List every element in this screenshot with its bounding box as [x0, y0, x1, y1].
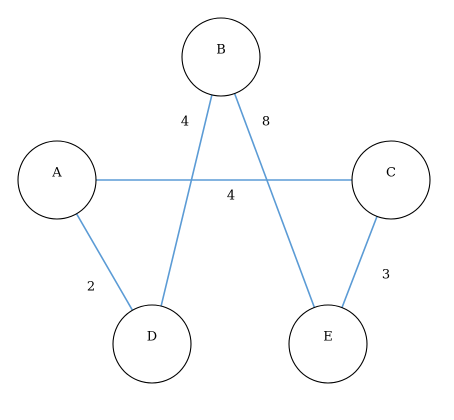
node-circle-a	[17, 140, 97, 220]
node-layer: A B C D E	[17, 17, 431, 384]
edge-weight-c-e: 3	[382, 268, 390, 283]
edge-weight-a-d: 2	[87, 280, 95, 295]
node-e: E	[288, 304, 368, 384]
node-circle-b	[181, 17, 261, 97]
node-circle-e	[288, 304, 368, 384]
node-d: D	[112, 304, 192, 384]
edge-weight-b-d: 4	[181, 115, 189, 130]
node-a: A	[17, 140, 97, 220]
node-label-e: E	[323, 330, 333, 345]
node-label-c: C	[386, 166, 396, 181]
node-label-a: A	[51, 166, 62, 181]
edge-layer	[56, 56, 392, 345]
edge-weight-b-e: 8	[262, 115, 270, 130]
node-b: B	[181, 17, 261, 97]
edge-label-layer: 4 2 4 8 3	[87, 115, 390, 295]
node-circle-d	[112, 304, 192, 384]
edge-weight-a-c: 4	[227, 189, 235, 204]
node-label-d: D	[147, 330, 157, 345]
node-c: C	[351, 140, 431, 220]
node-circle-c	[351, 140, 431, 220]
edge-b-d	[151, 56, 222, 345]
edge-b-e	[220, 56, 329, 345]
node-label-b: B	[216, 43, 226, 58]
